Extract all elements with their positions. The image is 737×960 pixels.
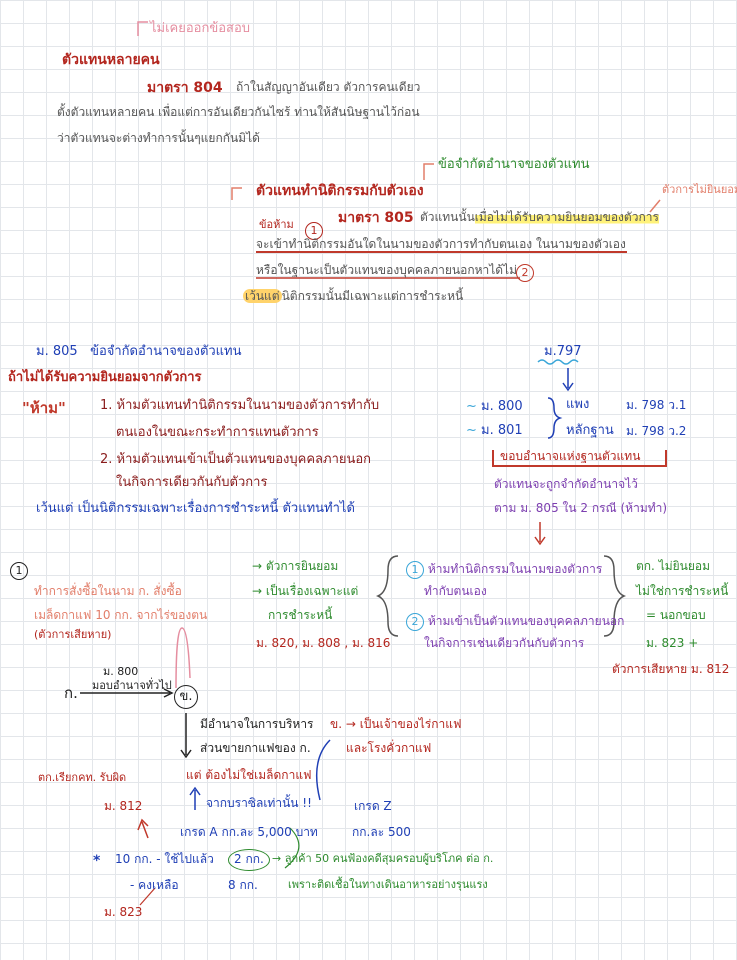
sec3-except: เว้นแต่ เป็นนิติกรรมเฉพาะเรื่องการชำระหน… — [36, 501, 355, 516]
kh-owner-line2: และโรงคั่วกาแฟ — [346, 741, 432, 755]
sec3-item2b: ในกิจการเดียวกันกับตัวการ — [116, 475, 268, 490]
give-authority: มอบอำนาจทั่วไป — [92, 679, 172, 692]
num-circle-1: 1 — [305, 220, 323, 240]
heading-self-dealing: ตัวแทนทำนิติกรรมกับตัวเอง — [256, 183, 424, 199]
m800-top: ม. 800 — [103, 665, 139, 678]
case-line3: (ตัวการเสียหาย) — [34, 628, 112, 641]
m823-ref: ม. 823 — [104, 905, 143, 919]
m800-ref: ~ ม. 800 — [466, 399, 523, 414]
sec3-item1a: 1. ห้ามตัวแทนทำนิติกรรมในนามของตัวการทำก… — [100, 398, 380, 413]
grade-z-line1: เกรด Z — [354, 799, 392, 813]
b1a: 1 ห้ามทำนิติกรรมในนามของตัวการ — [406, 561, 602, 579]
used-line: 10 กก. - ใช้ไปแล้ว — [115, 852, 214, 866]
evidence-label: หลักฐาน — [566, 423, 614, 438]
sec1-line1: ถ้าในสัญญาอันเดียว ตัวการคนเดียว — [236, 80, 421, 94]
note-agent-limit: ข้อจำกัดอำนาจของตัวแทน — [438, 157, 590, 172]
claim-note: ตก.เรียกคท. รับผิด — [38, 771, 127, 784]
grade-z-line2: กก.ละ 500 — [352, 825, 411, 839]
party-k: ก. — [64, 684, 78, 702]
scope-line1: ตัวแทนจะถูกจำกัดอำนาจไว้ — [494, 477, 638, 491]
cond2a: → เป็นเรื่องเฉพาะแต่ — [252, 584, 359, 598]
from-brazil: จากบราซิลเท่านั้น !! — [206, 796, 312, 810]
b2b: ในกิจการเช่นเดียวกันกับตัวการ — [424, 636, 585, 650]
sec1-line2: ตั้งตัวแทนหลายคน เพื่อแต่การอันเดียวกันไ… — [57, 105, 420, 119]
case-line2: เมล็ดกาแฟ 10 กก. จากไร่ของตน — [34, 608, 208, 622]
article-805: มาตรา 805 — [338, 210, 414, 226]
express-label: แพง — [566, 397, 590, 412]
left-amount: 8 กก. — [228, 878, 258, 892]
evidence-ref: ม. 798 ว.2 — [626, 424, 687, 438]
heading-multiple-agents: ตัวแทนหลายคน — [62, 52, 160, 68]
sec2-line4: เว้นแต่นิติกรรมนั้นมีเฉพาะแต่การชำระหนี้ — [243, 289, 464, 303]
party-kh: ข. — [174, 685, 198, 709]
duty-line1: มีอำนาจในการบริหาร — [200, 717, 314, 731]
note-unconsent: ตัวการไม่ยินยอม — [662, 183, 737, 196]
sec3-subtitle: ถ้าไม่ได้รับความยินยอมจากตัวการ — [8, 370, 202, 385]
ban-label: "ห้าม" — [22, 399, 66, 417]
grade-a: เกรด A กก.ละ 5,000 บาท — [180, 825, 318, 839]
m797: ม.797 — [544, 344, 582, 359]
scope-title: ขอบอำนาจแห่งฐานตัวแทน — [500, 449, 641, 463]
but-note: แต่ ต้องไม่ใช่เมล็ดกาแฟ — [186, 768, 312, 782]
case-line1: ทำการสั่งซื้อในนาม ก. สั่งซื้อ — [34, 584, 182, 598]
scope-line2: ตาม ม. 805 ใน 2 กรณี (ห้ามทำ) — [494, 501, 668, 515]
article-804: มาตรา 804 — [147, 80, 223, 96]
left-desc: เพราะติดเชื้อในทางเดินอาหารอย่างรุนแรง — [288, 878, 488, 891]
c4: ม. 823 + — [646, 636, 699, 650]
b1b: ทำกับตนเอง — [424, 584, 487, 598]
m801-ref: ~ ม. 801 — [466, 423, 523, 438]
sec3-title: ม. 805 ข้อจำกัดอำนาจของตัวแทน — [36, 344, 242, 359]
cond2b: การชำระหนี้ — [268, 608, 333, 622]
used-desc: → ลูกค้า 50 คนฟ้องคดีสุมครอบผู้บริโภค ต่… — [272, 852, 494, 865]
sec1-line3: ว่าตัวแทนจะต่างทำการนั้นๆแยกกันมิได้ — [57, 131, 260, 145]
b2a: 2 ห้ามเข้าเป็นตัวแทนของบุคคลภายนอก — [406, 613, 624, 631]
top-note: ไม่เคยออกข้อสอบ — [150, 21, 251, 36]
c3: = นอกขอบ — [646, 608, 706, 622]
sec2-line3: หรือในฐานะเป็นตัวแทนของบุคคลภายนอกหาได้ไ… — [256, 263, 518, 277]
express-ref: ม. 798 ว.1 — [626, 398, 687, 412]
prohibit-label: ข้อห้าม — [259, 218, 294, 231]
used-amount: 2 กก. — [228, 849, 270, 871]
num-circle-2: 2 — [516, 262, 534, 282]
kh-owner-line1: ข. → เป็นเจ้าของไร่กาแฟ — [330, 717, 462, 731]
sec3-item1b: ตนเองในขณะกระทำการแทนตัวการ — [116, 425, 319, 440]
sec2-line1: ตัวแทนนั้นเมื่อไม่ได้รับความยินยอมของตัว… — [420, 210, 659, 224]
cond-refs: ม. 820, ม. 808 , ม. 816 — [256, 636, 391, 650]
c2: ไม่ใช่การชำระหนี้ — [636, 584, 729, 598]
c1: ตก. ไม่ยินยอม — [636, 559, 711, 573]
duty-line2: ส่วนขายกาแฟของ ก. — [200, 741, 311, 755]
m812-ref: ม. 812 — [104, 799, 143, 813]
sec3-item2a: 2. ห้ามตัวแทนเข้าเป็นตัวแทนของบุคคลภายนอ… — [100, 452, 372, 467]
star-mark: * — [93, 853, 101, 869]
left-line: - คงเหลือ — [130, 878, 179, 892]
cond1: → ตัวการยินยอม — [252, 559, 339, 573]
num-circle-case: 1 — [10, 560, 28, 580]
sec2-line2: จะเข้าทำนิติกรรมอันใดในนามของตัวการทำกับ… — [256, 237, 626, 251]
c5: ตัวการเสียหาย ม. 812 — [612, 662, 730, 676]
